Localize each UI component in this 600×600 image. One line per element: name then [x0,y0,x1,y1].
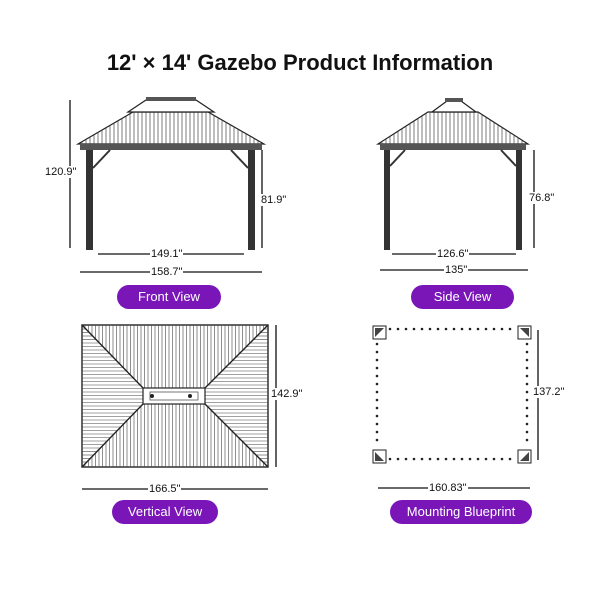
blueprint-width-label: 160.83" [428,482,468,494]
front-post-right [248,150,255,250]
vertical-width-label: 166.5" [148,483,182,495]
side-view-badge: Side View [411,285,514,309]
vertical-depth-label: 142.9" [270,388,304,400]
blueprint-foot-ne [517,325,532,340]
front-view-badge: Front View [117,285,221,309]
blueprint-foot-nw [372,325,387,340]
side-post-left [384,150,390,250]
side-post-height-label: 76.8" [528,192,556,204]
side-roof-upper [430,100,478,113]
top-hip-nw [81,324,144,389]
blueprint-foot-sw [372,449,387,464]
front-brace-left [92,149,111,169]
side-roof-cap [445,98,463,102]
front-post-left [86,150,93,250]
front-brace-right [230,149,249,169]
side-brace-left [389,149,406,167]
side-view-drawing [375,98,535,271]
side-roof-hatch [381,112,523,144]
front-outer-width-label: 158.7" [150,266,184,278]
blueprint-badge: Mounting Blueprint [390,500,532,524]
blueprint-dotted-outline [375,327,529,461]
side-roof-lower [375,111,531,145]
side-brace-right [500,149,517,167]
blueprint-drawing [372,325,539,489]
front-roof-upper [126,99,216,113]
top-center-mark-right [188,394,192,398]
front-beam [80,144,262,150]
side-beam [380,144,526,150]
front-post-height-label: 81.9" [260,194,288,206]
blueprint-foot-se [517,449,532,464]
side-post-right [516,150,522,250]
vertical-view-badge: Vertical View [112,500,218,524]
front-view-drawing [69,97,267,273]
vertical-view-drawing [81,324,277,490]
front-roof-hatch [81,102,259,144]
top-hip-sw [81,403,144,468]
top-roof-hatch [82,325,268,467]
page-title: 12' × 14' Gazebo Product Information [106,50,494,75]
top-hip-ne [204,324,269,389]
top-center-mark-left [150,394,154,398]
front-height-label: 120.9" [44,166,78,178]
side-outer-width-label: 135" [444,264,469,276]
top-hip-se [204,403,269,468]
front-inner-width-label: 149.1" [150,248,184,260]
front-roof-cap [146,97,196,101]
blueprint-depth-label: 137.2" [532,386,566,398]
side-inner-width-label: 126.6" [436,248,470,260]
